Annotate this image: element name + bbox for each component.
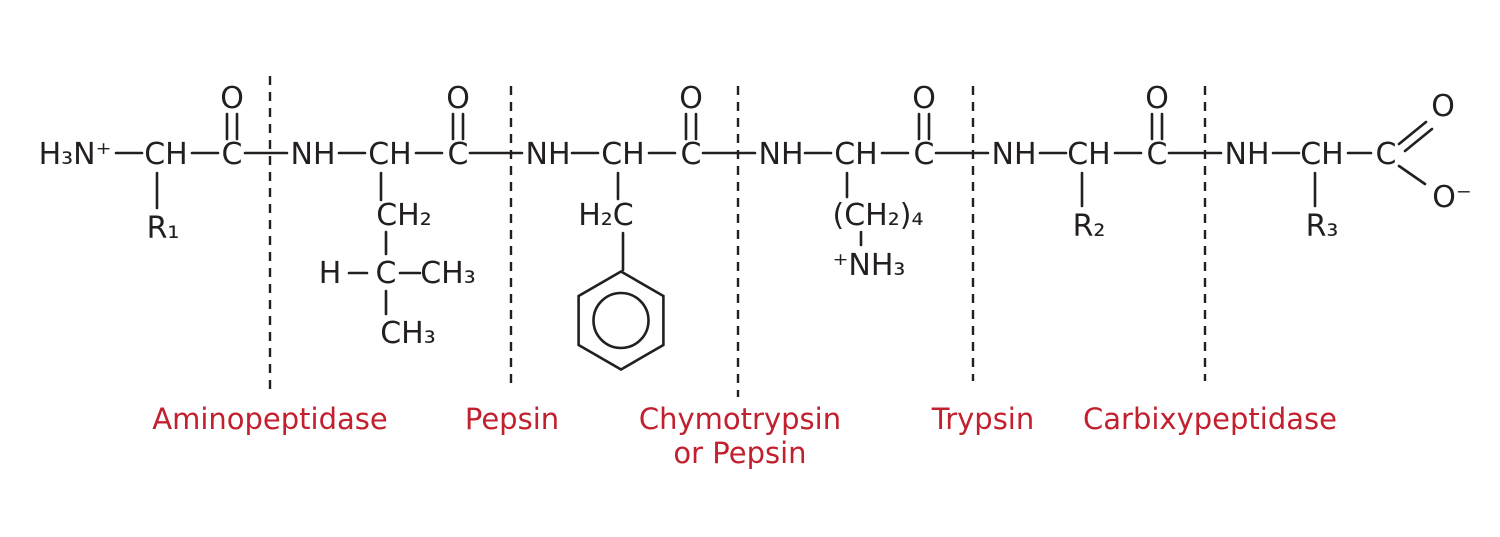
- carbonyl-carbon-1: C: [222, 137, 243, 172]
- enzyme-label-chymotrypsin-line2: or Pepsin: [673, 436, 806, 470]
- amide-nh-4: NH: [759, 137, 804, 172]
- leucine-bonds: [347, 171, 422, 316]
- side-chain-r3: R₃: [1306, 209, 1339, 244]
- carbonyl-oxygen-2: O: [446, 81, 470, 116]
- alpha-carbon-6: CH: [1300, 137, 1344, 172]
- carbonyl-oxygen-3: O: [679, 81, 703, 116]
- side-chain-r1: R₁: [147, 211, 180, 246]
- benzene-ring: [577, 269, 665, 372]
- carbonyl-carbon-4: C: [914, 137, 935, 172]
- backbone-bond-group: [114, 112, 1434, 186]
- atom-label-group: H₃N⁺ CH C O R₁ NH CH C O CH₂ H C CH₃ CH₃…: [39, 81, 1472, 351]
- alpha-carbon-3: CH: [601, 137, 645, 172]
- carboxyl-terminal-bonds: [1397, 120, 1434, 186]
- leucine-c: C: [376, 256, 397, 291]
- carboxylate-o-minus: O⁻: [1432, 180, 1471, 215]
- enzyme-label-chymotrypsin: Chymotrypsin: [639, 402, 841, 436]
- alpha-carbon-4: CH: [834, 137, 878, 172]
- phenylalanine-h2c: H₂C: [578, 198, 634, 233]
- side-chain-bond-group: [155, 171, 1317, 316]
- enzyme-label-aminopeptidase: Aminopeptidase: [152, 402, 387, 436]
- cleavage-line-group: [268, 76, 1207, 397]
- enzyme-label-group: Aminopeptidase Pepsin Chymotrypsin or Pe…: [152, 402, 1337, 470]
- amide-nh-5: NH: [992, 137, 1037, 172]
- carbonyl-oxygen-1: O: [220, 81, 244, 116]
- alpha-carbon-5: CH: [1067, 137, 1111, 172]
- carbonyl-oxygen-4: O: [912, 81, 936, 116]
- amide-nh-3: NH: [526, 137, 571, 172]
- enzyme-label-carboxypeptidase: Carbixypeptidase: [1083, 402, 1337, 436]
- carbonyl-double-bonds: [225, 112, 1164, 141]
- carbonyl-carbon-3: C: [681, 137, 702, 172]
- leucine-ch2: CH₂: [376, 198, 432, 233]
- leucine-ch3-bottom: CH₃: [380, 316, 436, 351]
- leucine-h: H: [319, 256, 342, 291]
- benzene-ring-circle: [592, 291, 650, 350]
- enzyme-label-trypsin: Trypsin: [931, 402, 1035, 436]
- amide-nh-2: NH: [291, 137, 336, 172]
- alpha-carbon-1: CH: [144, 137, 188, 172]
- n-terminus-label: H₃N⁺: [39, 137, 112, 172]
- carbonyl-carbon-2: C: [448, 137, 469, 172]
- lysine-ch2-4: (CH₂)₄: [833, 198, 924, 233]
- carboxyl-carbon: C: [1376, 137, 1397, 172]
- phenylalanine-bonds: [616, 171, 625, 272]
- enzyme-label-pepsin: Pepsin: [465, 402, 559, 436]
- carbonyl-oxygen-5: O: [1145, 81, 1169, 116]
- carboxyl-oxygen: O: [1431, 89, 1455, 124]
- alpha-carbon-2: CH: [368, 137, 412, 172]
- benzene-ring-hexagon: [577, 269, 665, 372]
- amide-nh-6: NH: [1225, 137, 1270, 172]
- lysine-bonds: [845, 171, 863, 247]
- lysine-nh3-plus: ⁺NH₃: [833, 248, 906, 283]
- side-chain-r2: R₂: [1073, 209, 1106, 244]
- carbonyl-carbon-5: C: [1147, 137, 1168, 172]
- leucine-ch3-right: CH₃: [420, 256, 476, 291]
